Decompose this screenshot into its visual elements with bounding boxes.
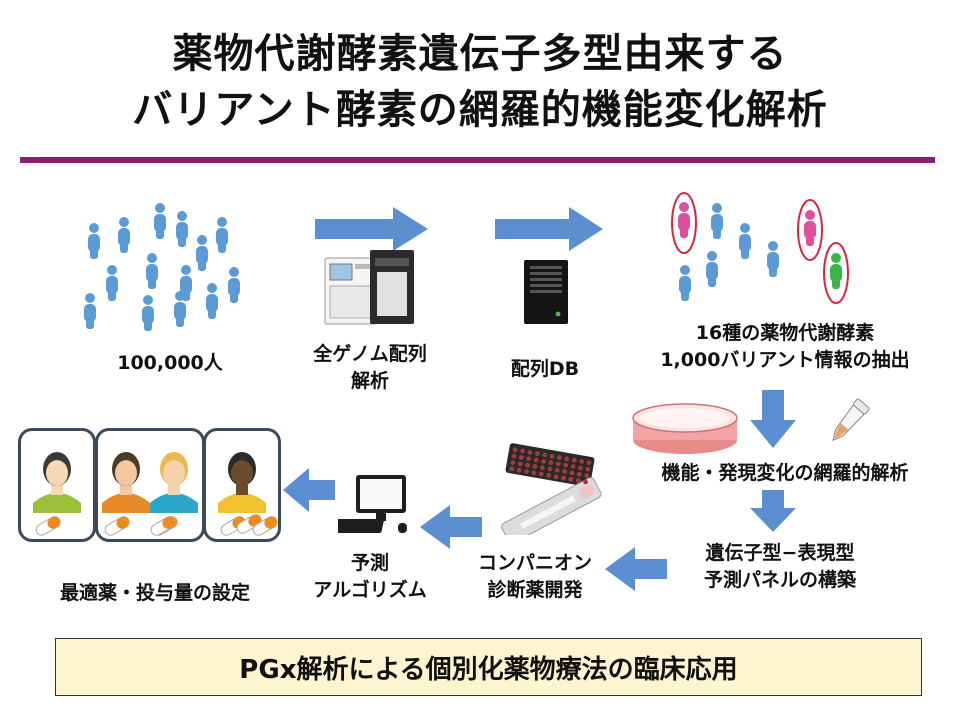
title-line-1: 薬物代謝酵素遺伝子多型由来する	[172, 31, 788, 77]
algorithm-label: 予測アルゴリズム	[313, 552, 427, 601]
arrow-down-icon	[750, 490, 796, 532]
function-analysis-label: 機能・発現変化の網羅的解析	[661, 462, 909, 484]
diagnostic-kit-icon	[501, 443, 602, 535]
sequencer-icon	[324, 250, 414, 325]
patient-card	[18, 428, 96, 542]
arrow-left-icon	[283, 468, 335, 512]
dosing-label: 最適薬・投与量の設定	[59, 582, 250, 604]
variant-people-icon	[671, 192, 849, 304]
arrow-left-icon	[605, 547, 667, 591]
population-crowd-icon	[84, 203, 240, 331]
sequence-db-label: 配列DB	[510, 358, 580, 380]
banner-text: PGx解析による個別化薬物療法の臨床応用	[239, 654, 738, 685]
sample-tube-icon	[832, 398, 870, 442]
clinical-application-banner: PGx解析による個別化薬物療法の臨床応用	[55, 638, 922, 696]
patient-card	[203, 428, 281, 542]
title-divider	[20, 157, 935, 163]
genome-analysis-label: 全ゲノム配列解析	[313, 343, 427, 392]
arrow-right-icon	[315, 207, 428, 251]
arrow-down-icon	[750, 390, 796, 448]
arrow-left-icon	[420, 505, 482, 549]
server-database-icon	[524, 260, 568, 324]
petri-dish-icon	[632, 403, 738, 454]
title-line-2: バリアント酵素の網羅的機能変化解析	[132, 87, 828, 133]
population-label: 100,000人	[117, 352, 223, 374]
arrow-right-icon	[495, 207, 603, 251]
patient-card	[95, 428, 205, 542]
computer-icon	[338, 475, 407, 533]
companion-diagnostics-label: コンパニオン診断薬開発	[477, 552, 592, 601]
prediction-panel-label: 遺伝子型−表現型予測パネルの構築	[703, 542, 856, 591]
